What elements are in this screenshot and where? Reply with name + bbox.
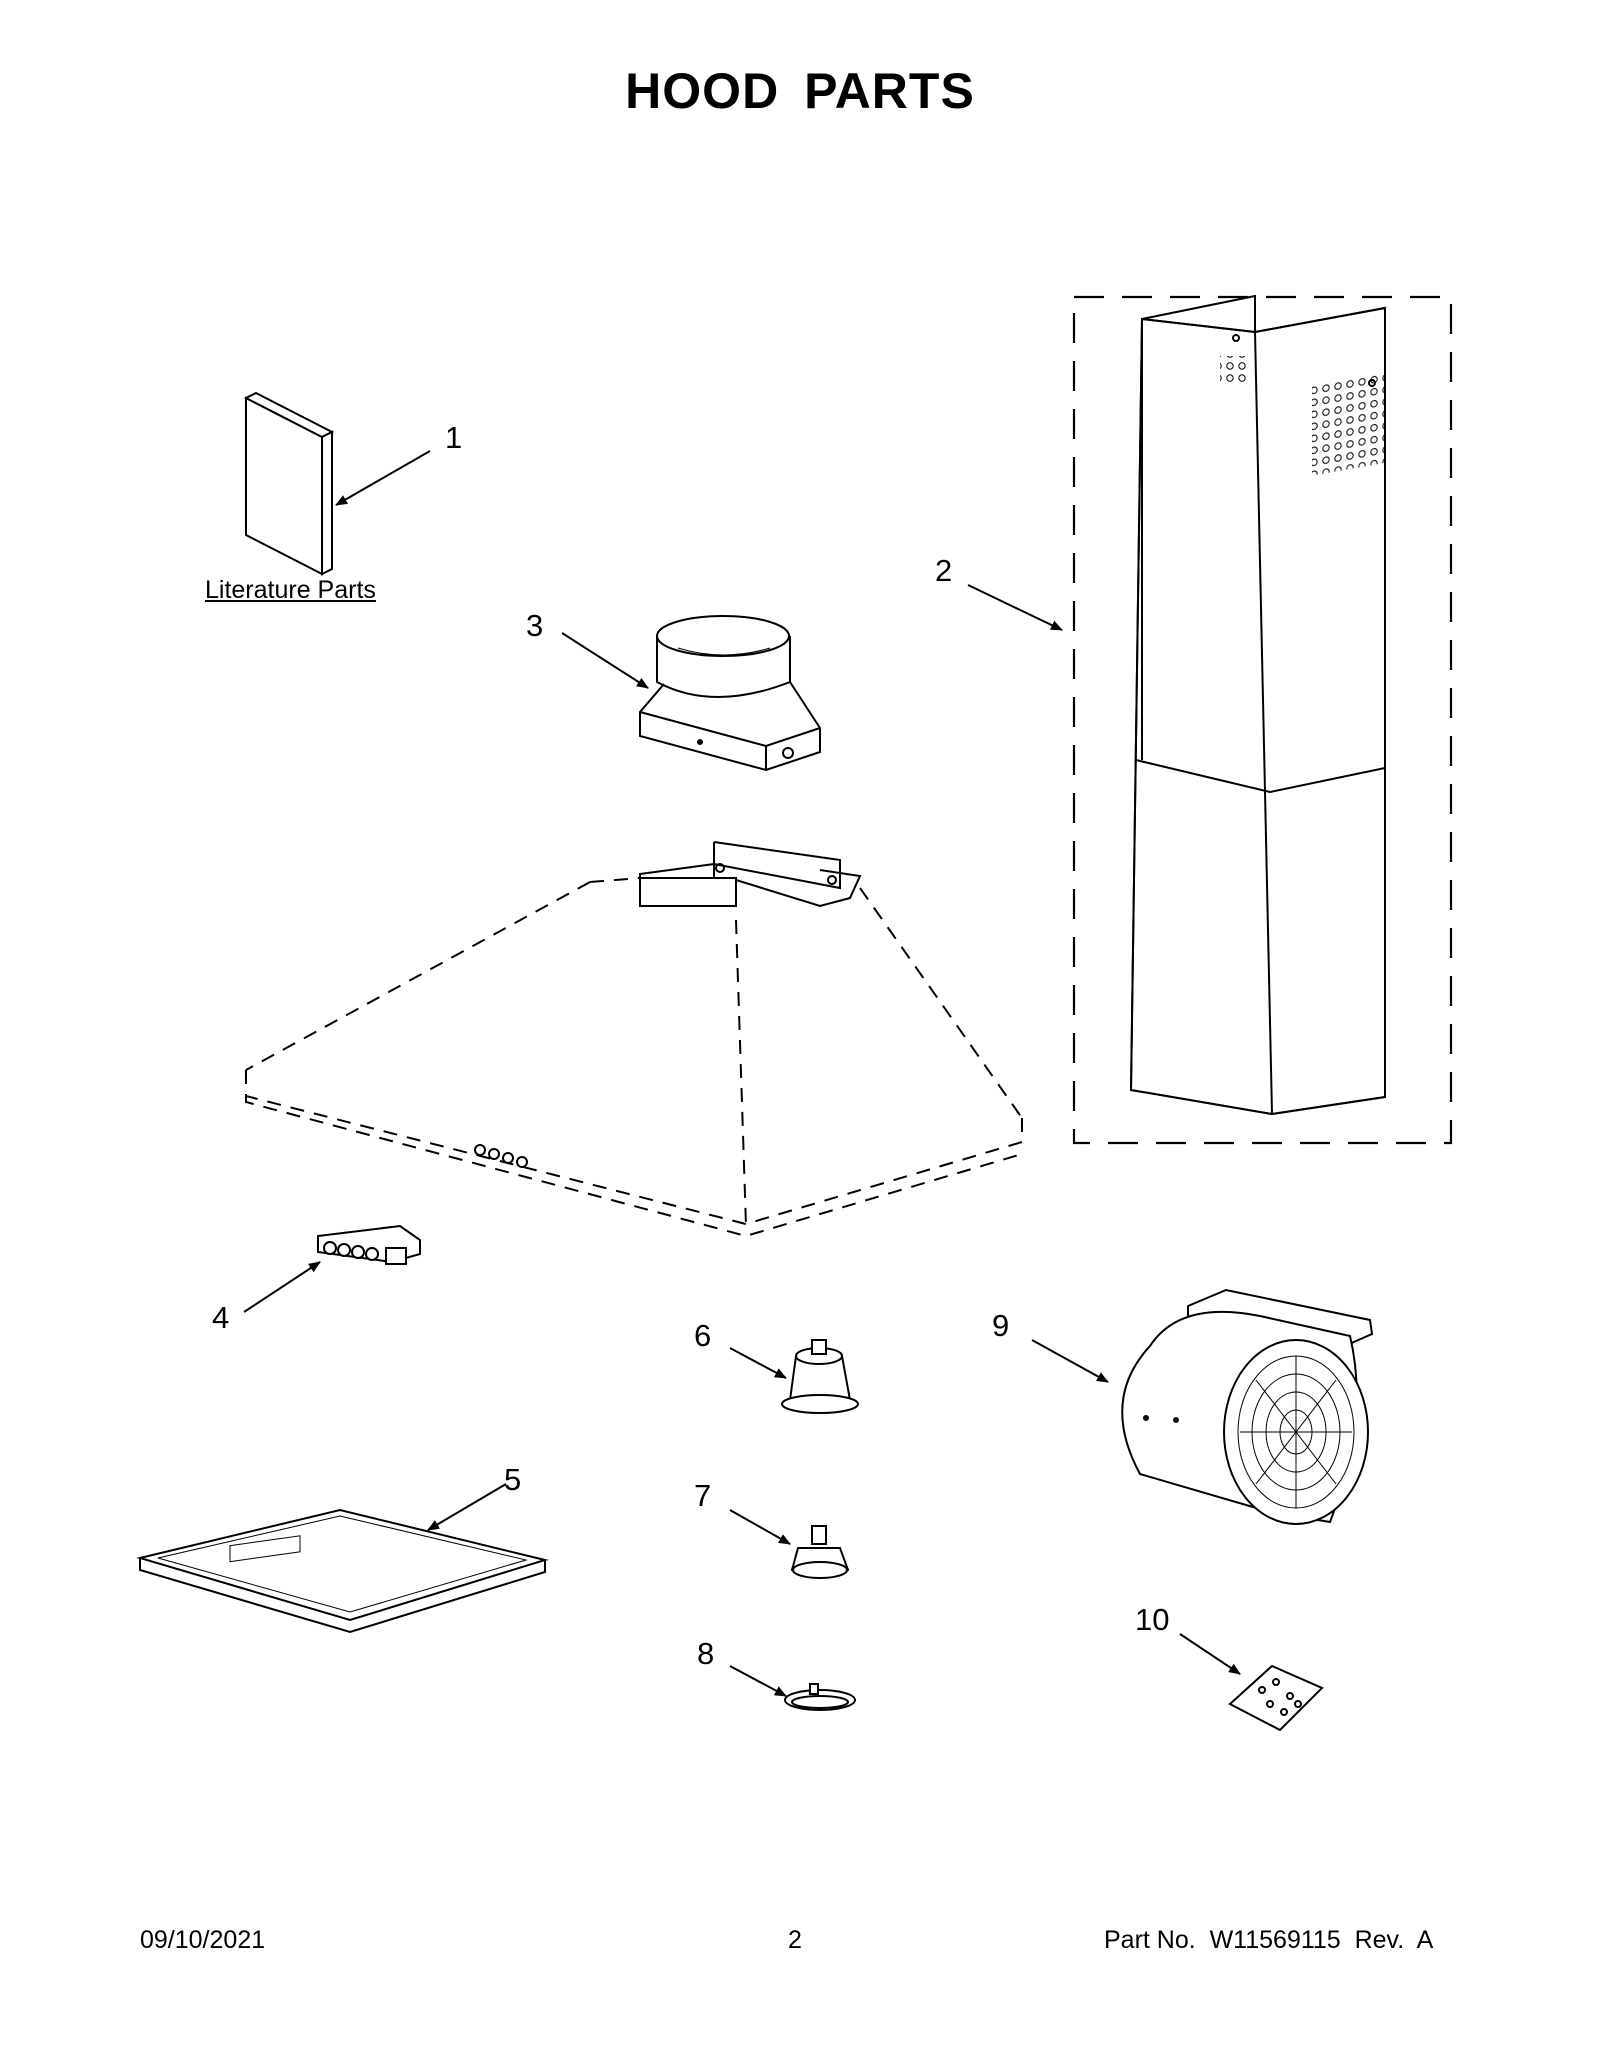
lamp-ring [784,1683,856,1711]
leader-7 [729,1509,791,1545]
light-bulb [790,1525,850,1579]
damper [639,615,821,772]
literature-parts-label: Literature Parts [205,576,376,604]
hood-body [245,841,1023,1238]
leader-5 [427,1483,507,1531]
footer-page-number: 2 [788,1926,802,1954]
page-title: HOOD PARTS [625,63,975,119]
callout-10: 10 [1135,1602,1170,1637]
chimney [1072,294,1453,1145]
callout-3: 3 [526,608,544,643]
callout-5: 5 [504,1462,522,1497]
footer-part-number: Part No. W11569115 Rev. A [1104,1926,1434,1954]
callout-8: 8 [697,1636,715,1671]
callout-4: 4 [212,1300,230,1335]
hardware-bag [1228,1664,1324,1732]
lamp-socket [781,1339,859,1414]
leader-6 [729,1347,787,1379]
callout-1: 1 [445,420,463,455]
literature-booklet [243,391,335,576]
leader-4 [243,1261,321,1313]
callout-7: 7 [694,1478,712,1513]
callout-9: 9 [992,1308,1010,1343]
blower-assembly [1121,1288,1374,1525]
leader-2 [967,584,1063,631]
leader-9 [1031,1339,1109,1383]
leader-8 [729,1665,787,1697]
leader-1 [335,450,431,506]
leader-10 [1179,1633,1241,1675]
callout-2: 2 [935,553,953,588]
control-switch [317,1224,421,1265]
footer-date: 09/10/2021 [140,1926,266,1954]
leader-3 [561,632,649,689]
callout-6: 6 [694,1318,712,1353]
grease-filter [136,1508,549,1634]
